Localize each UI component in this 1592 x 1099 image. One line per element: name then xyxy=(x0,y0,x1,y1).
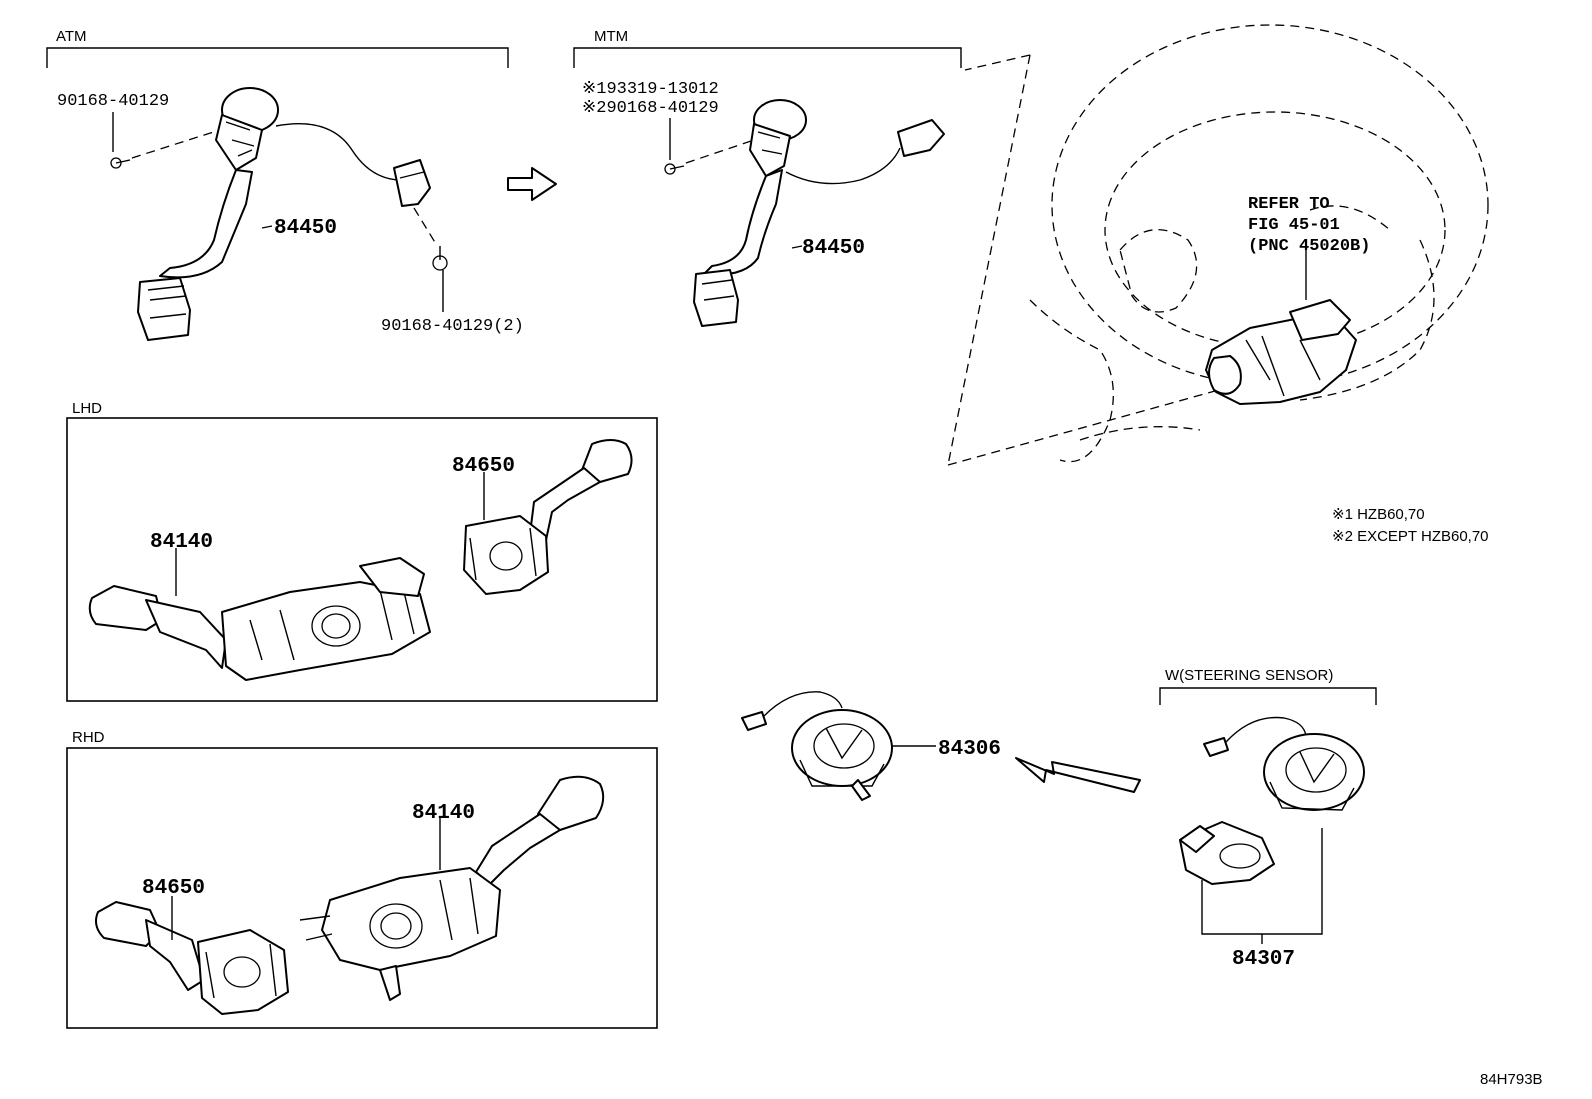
atm-harness-drawing xyxy=(137,87,431,341)
lhd-group: LHD 84140 84650 xyxy=(66,400,658,702)
mtm-harness-drawing xyxy=(693,99,945,327)
atm-screw-top-label: 90168-40129 xyxy=(57,92,169,111)
atm-screw-top xyxy=(110,157,131,169)
steering-sensor-group: W(STEERING SENSOR) xyxy=(1159,667,1377,944)
note-1: ※1 HZB60,70 xyxy=(1332,506,1425,523)
atm-label: ATM xyxy=(56,28,87,45)
lhd-wiper-switch-label: 84650 xyxy=(452,455,515,478)
rhd-label: RHD xyxy=(72,729,105,746)
rhd-group: RHD 84140 84650 xyxy=(66,729,658,1029)
lhd-wiper-switch xyxy=(463,439,633,595)
mtm-group: MTM ※193319-13012 ※290168-40129 84450 xyxy=(573,28,962,327)
mtm-screw-note-2: ※290168-40129 xyxy=(582,99,719,118)
sensor-subassy-label: 84307 xyxy=(1232,948,1295,971)
lhd-turn-switch xyxy=(88,548,431,681)
lhd-label: LHD xyxy=(72,400,102,417)
mtm-harness-label: 84450 xyxy=(802,237,865,260)
atm-harness-label: 84450 xyxy=(274,217,337,240)
atm-group: ATM 90168-40129 84450 xyxy=(46,28,524,341)
hollow-arrow-right-icon xyxy=(507,167,557,201)
lhd-frame xyxy=(66,417,658,702)
atm-screw-bottom xyxy=(432,246,448,271)
mtm-label: MTM xyxy=(594,28,628,45)
sensor-spiral-cable xyxy=(1203,716,1365,811)
steering-wheel-view: REFER TO FIG 45-01 (PNC 45020B) xyxy=(947,24,1489,466)
mtm-screw xyxy=(664,163,685,175)
rhd-frame xyxy=(66,747,658,1029)
refer-line-2: FIG 45-01 xyxy=(1248,216,1340,235)
rhd-wiper-switch-label: 84650 xyxy=(142,877,205,900)
lhd-turn-switch-label: 84140 xyxy=(150,531,213,554)
rhd-wiper-switch xyxy=(95,896,289,1015)
note-2: ※2 EXCEPT HZB60,70 xyxy=(1332,528,1489,545)
atm-screw-bottom-label: 90168-40129(2) xyxy=(381,317,524,336)
refer-line-3: (PNC 45020B) xyxy=(1248,237,1370,256)
mtm-screw-note-1: ※193319-13012 xyxy=(582,80,719,99)
spiral-cable xyxy=(741,691,936,801)
spiral-cable-label: 84306 xyxy=(938,738,1001,761)
hollow-arrow-left-icon xyxy=(1015,757,1141,793)
rhd-turn-switch-label: 84140 xyxy=(412,802,475,825)
steering-sensor-label: W(STEERING SENSOR) xyxy=(1165,667,1333,684)
refer-line-1: REFER TO xyxy=(1248,195,1330,214)
steering-angle-sensor xyxy=(1179,821,1275,885)
diagram-id: 84H793B xyxy=(1480,1071,1543,1088)
rhd-turn-switch xyxy=(299,775,605,1001)
